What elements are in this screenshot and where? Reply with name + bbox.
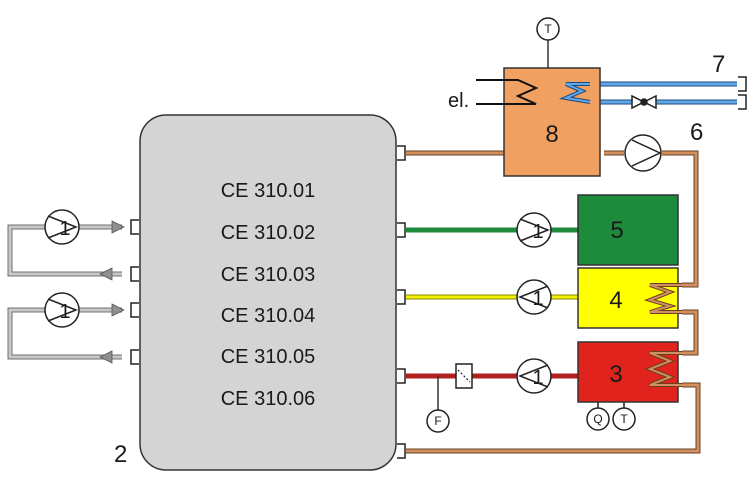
box-4-label: 4 xyxy=(609,287,622,314)
pump-label: 1 xyxy=(59,218,70,240)
module-label: CE 310.03 xyxy=(221,264,316,286)
module-label: CE 310.05 xyxy=(221,346,316,368)
box-4: 4 xyxy=(577,267,679,329)
pump-icon xyxy=(624,134,662,172)
line-7-label: 7 xyxy=(712,51,725,78)
pump-icon: 1 xyxy=(516,279,552,315)
box-5-label: 5 xyxy=(610,217,623,244)
heat-exchanger-icon xyxy=(644,351,682,387)
valve-icon xyxy=(631,94,657,110)
heat-q-label: Q xyxy=(593,412,602,426)
main-unit-body xyxy=(139,114,397,471)
main-unit: CE 310.01 CE 310.02 CE 310.03 CE 310.04 … xyxy=(139,114,397,471)
pump-icon: 1 xyxy=(44,209,80,245)
electric-heater-icon xyxy=(476,79,539,105)
flow-meter-icon xyxy=(455,363,473,389)
heat-exchanger-icon xyxy=(643,283,682,314)
module-label: CE 310.01 xyxy=(221,180,316,202)
flow-arrow-icon xyxy=(99,220,125,364)
temperature-sensor-icon: T xyxy=(612,407,636,431)
pump-icon: 1 xyxy=(516,358,552,394)
connector-icon xyxy=(130,76,747,459)
heat-exchanger-icon xyxy=(559,82,591,104)
temperature-sensor-icon: T xyxy=(536,17,560,41)
box-3-label: 3 xyxy=(609,361,622,388)
pump-label: 1 xyxy=(532,221,543,243)
box-5: 5 xyxy=(577,194,679,266)
flow-label: F xyxy=(434,414,441,428)
pump-icon: 1 xyxy=(44,292,80,328)
heat-meter-icon: Q xyxy=(586,407,610,431)
blue-pipes xyxy=(590,81,737,105)
flow-sensor-icon: F xyxy=(426,409,450,433)
tank-8-label: 8 xyxy=(545,121,558,148)
module-label: CE 310.04 xyxy=(221,305,316,327)
line-6-label: 6 xyxy=(690,119,703,146)
module-label: CE 310.06 xyxy=(221,388,316,410)
temp-top-label: T xyxy=(544,22,552,36)
copper-pipe-loop xyxy=(406,150,701,454)
electric-label: el. xyxy=(448,90,469,112)
pump-label: 1 xyxy=(59,301,70,323)
pump-label: 1 xyxy=(532,367,543,389)
main-unit-number: 2 xyxy=(114,441,127,468)
temp-bottom-label: T xyxy=(620,412,628,426)
module-label: CE 310.02 xyxy=(221,222,316,244)
pump-label: 1 xyxy=(532,288,543,310)
pump-icon: 1 xyxy=(516,212,552,248)
